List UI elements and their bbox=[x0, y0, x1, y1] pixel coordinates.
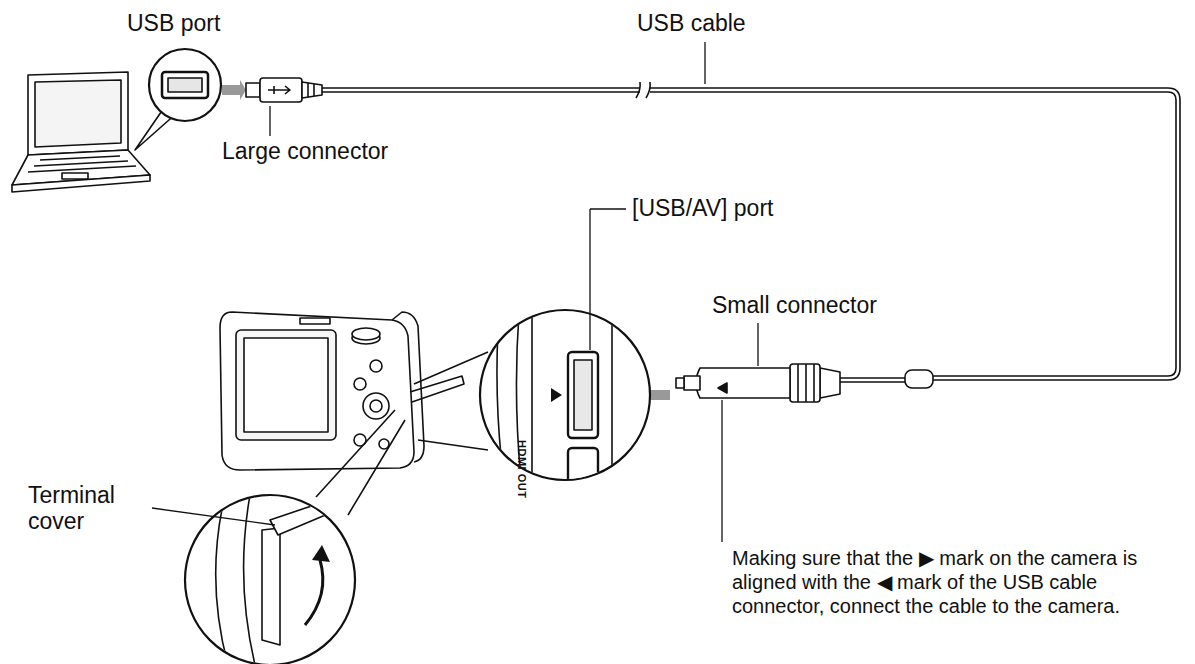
part-label: Terminal cover bbox=[28, 482, 148, 535]
part-label: Large connector bbox=[222, 138, 388, 164]
usb-cable bbox=[322, 82, 1180, 388]
port-zoom bbox=[480, 310, 650, 480]
small-connector bbox=[676, 364, 840, 402]
port-marking: HDMI OUT bbox=[515, 440, 528, 498]
camera bbox=[220, 312, 488, 470]
part-label: USB cable bbox=[637, 10, 746, 36]
leader-line bbox=[152, 42, 758, 542]
laptop bbox=[12, 72, 150, 192]
port-zoom bbox=[149, 49, 221, 121]
cover-zoom bbox=[185, 495, 355, 664]
instruction-note: Making sure that the ▶ mark on the camer… bbox=[732, 546, 1190, 618]
part-label: [USB/AV] port bbox=[632, 195, 773, 221]
alignment-mark bbox=[718, 383, 727, 393]
part-label: USB port bbox=[127, 10, 220, 36]
alignment-mark bbox=[551, 388, 562, 402]
part-label: Small connector bbox=[712, 292, 877, 318]
large-connector bbox=[246, 78, 322, 102]
